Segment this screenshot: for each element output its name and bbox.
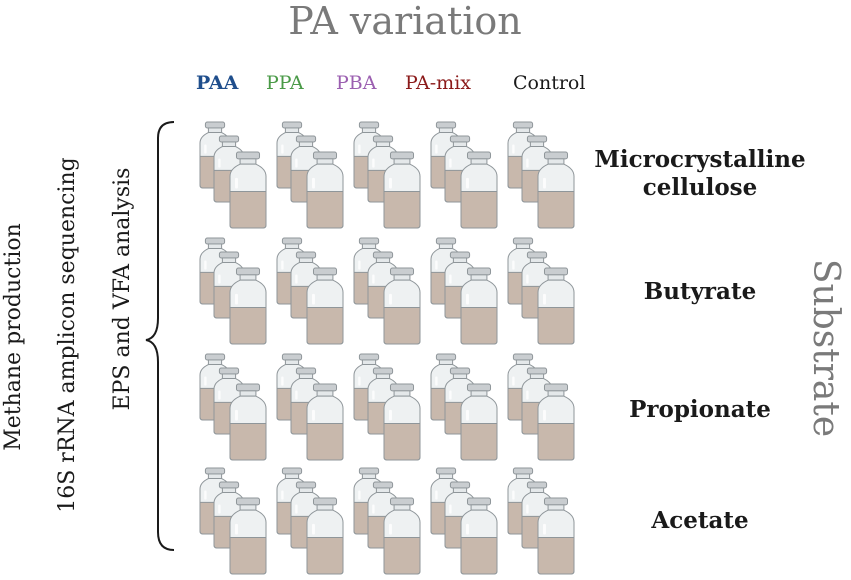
vial-cluster bbox=[507, 237, 575, 345]
legend-pa-mix: PA-mix bbox=[405, 72, 471, 94]
vial-cluster bbox=[199, 237, 267, 345]
vial-cluster bbox=[430, 467, 498, 575]
vial-cluster bbox=[353, 237, 421, 345]
substrate-propionate: Propionate bbox=[629, 396, 771, 423]
vial-cluster bbox=[353, 121, 421, 229]
vial-cluster bbox=[276, 237, 344, 345]
vial-cluster bbox=[353, 353, 421, 461]
diagram-title: PA variation bbox=[288, 0, 522, 43]
vial-cluster bbox=[276, 353, 344, 461]
vial-cluster bbox=[276, 467, 344, 575]
vial-cluster bbox=[199, 467, 267, 575]
legend-control: Control bbox=[513, 72, 586, 94]
legend-paa: PAA bbox=[196, 72, 239, 94]
substrate-acetate: Acetate bbox=[651, 507, 749, 534]
curly-brace bbox=[145, 121, 175, 551]
vial-cluster bbox=[507, 467, 575, 575]
legend-ppa: PPA bbox=[266, 72, 304, 94]
substrate-axis-label: Substrate bbox=[805, 258, 846, 438]
vial-cluster bbox=[507, 121, 575, 229]
substrate-label-line: cellulose bbox=[642, 174, 758, 201]
vial-cluster bbox=[353, 467, 421, 575]
vial-cluster bbox=[199, 121, 267, 229]
vial-cluster bbox=[199, 353, 267, 461]
vial-cluster bbox=[430, 121, 498, 229]
vial-cluster bbox=[430, 353, 498, 461]
vial-cluster bbox=[430, 237, 498, 345]
substrate-butyrate: Butyrate bbox=[643, 278, 757, 305]
substrate-label-line: Microcrystalline bbox=[594, 146, 806, 173]
legend-pba: PBA bbox=[336, 72, 377, 94]
vial-cluster bbox=[507, 353, 575, 461]
vial-cluster bbox=[276, 121, 344, 229]
substrate-microcrystalline-cellulose: Microcrystalline cellulose bbox=[575, 146, 825, 202]
